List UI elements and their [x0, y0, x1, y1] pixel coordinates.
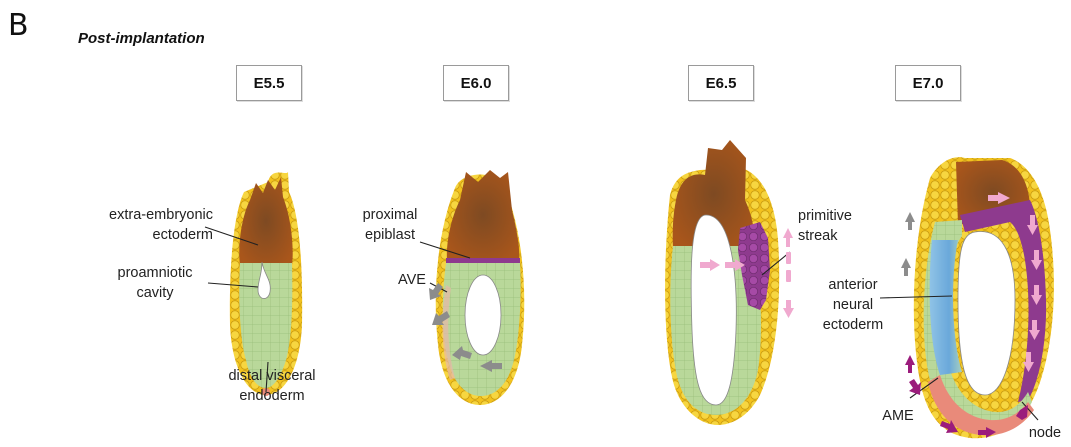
label-primitive-streak: primitive streak [798, 206, 878, 246]
label-proamniotic-line1: proamniotic [100, 263, 210, 283]
label-proximal-line1: proximal [350, 205, 430, 225]
label-proamniotic-line2: cavity [100, 283, 210, 303]
label-primitive-line1: primitive [798, 206, 878, 226]
label-node: node [1025, 423, 1065, 443]
label-extraembryonic-ectoderm: extra-embryonic ectoderm [78, 205, 213, 245]
embryo-e60 [436, 170, 525, 405]
label-proximal-epiblast: proximal epiblast [350, 205, 430, 245]
embryo-e65 [665, 140, 779, 425]
arrows-e70-grey [901, 212, 915, 276]
label-primitive-line2: streak [798, 226, 878, 246]
label-proximal-line2: epiblast [350, 225, 430, 245]
embryo-e55 [230, 172, 302, 396]
label-extraembryonic-line2: ectoderm [78, 225, 213, 245]
label-anterior-line2: neural [818, 295, 888, 315]
label-distal-visceral-endoderm: distal visceral endoderm [207, 366, 337, 406]
label-proamniotic-cavity: proamniotic cavity [100, 263, 210, 303]
label-ave: AVE [392, 270, 432, 290]
label-dve-line2: endoderm [207, 386, 337, 406]
label-anterior-line1: anterior [818, 275, 888, 295]
label-extraembryonic-line1: extra-embryonic [78, 205, 213, 225]
label-anterior-neural-ectoderm: anterior neural ectoderm [818, 275, 888, 335]
label-ame: AME [878, 406, 918, 426]
label-dve-line1: distal visceral [207, 366, 337, 386]
label-anterior-line3: ectoderm [818, 315, 888, 335]
